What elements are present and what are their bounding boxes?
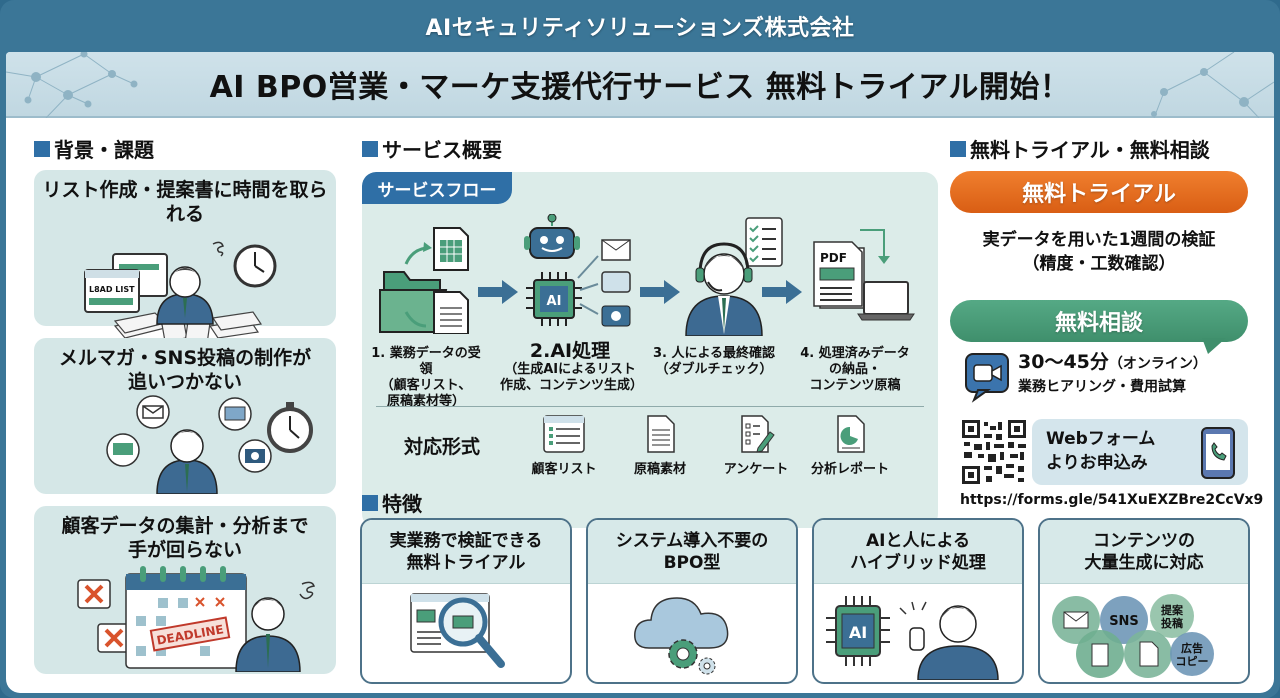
feature-card-free-trial: 実業務で検証できる無料トライアル <box>360 518 572 684</box>
headline-banner: AI BPO営業・マーケ支援代行サービス 無料トライアル開始！ <box>6 52 1274 118</box>
flow-step-1: 1. 業務データの受領 （顧客リスト、 原稿素材等） <box>371 346 481 409</box>
survey-pencil-icon <box>741 415 775 453</box>
post-bubble-label: 投稿 <box>1161 616 1183 630</box>
proposal-bubble-label: 提案 <box>1161 603 1184 617</box>
pdf-label: PDF <box>820 251 847 265</box>
report-pie-icon <box>837 415 865 453</box>
web-form-url[interactable]: https://forms.gle/541XuEXZBre2CcVx9 <box>960 492 1264 508</box>
content-bubbles-icon: SNS 提案 投稿 広告 コピー <box>1052 594 1214 678</box>
square-bullet-icon <box>34 140 50 157</box>
list-window-icon <box>543 415 585 453</box>
flow-step-4: 4. 処理済みデータ の納品・ コンテンツ原稿 <box>800 346 910 393</box>
document-icon <box>647 415 675 453</box>
problem-text-line2: 手が回らない <box>127 539 242 561</box>
square-bullet-icon <box>362 140 378 157</box>
video-call-icon <box>965 353 1009 403</box>
ai-chip-thumbs-up-icon: AI <box>826 596 999 680</box>
company-name: AIセキュリティソリューションズ株式会社 <box>425 16 855 41</box>
data-folder-icon <box>379 227 469 334</box>
pdf-delivery-laptop-icon: PDF <box>813 229 915 321</box>
flow-step-3: 3. 人による最終確認 （ダブルチェック） <box>652 346 776 377</box>
flow-arrow-icon <box>762 280 802 304</box>
problem-card-2: メルマガ・SNS投稿の制作が 追いつかない <box>34 338 336 494</box>
deadline-calendar-illustration-icon: DEADLINE <box>77 566 315 672</box>
qr-code-icon[interactable] <box>960 418 1028 486</box>
feature-card-hybrid: AIと人によるハイブリッド処理 AI <box>812 518 1024 684</box>
network-decoration-icon <box>1151 52 1274 118</box>
problem-text-line2: 追いつかない <box>127 371 242 393</box>
smartphone-call-icon <box>1201 427 1235 479</box>
ai-robot-chip-icon: AI <box>524 214 631 327</box>
problem-text: リスト作成・提案書に時間を取られる <box>42 179 328 225</box>
problem-card-3: 顧客データの集計・分析まで 手が回らない DEADLINE <box>34 506 336 674</box>
square-bullet-icon <box>950 140 966 157</box>
ad-bubble-label: 広告 <box>1181 641 1203 655</box>
magnifier-review-icon <box>410 593 505 668</box>
problem-text-line1: メルマガ・SNS投稿の制作が <box>58 347 312 369</box>
flow-arrow-icon <box>478 280 518 304</box>
problem-card-1: リスト作成・提案書に時間を取られる L8AD LIST <box>34 170 336 343</box>
trial-description: 実データを用いた1週間の検証 （精度・工数確認） <box>982 230 1216 274</box>
problem-text-line1: 顧客データの集計・分析まで <box>61 515 309 537</box>
content-area: AI BPO営業・マーケ支援代行サービス 無料トライアル開始！ 背景・課題 リス… <box>6 52 1274 693</box>
ai-chip-label: AI <box>849 623 867 642</box>
load-list-label: L8AD LIST <box>89 285 135 294</box>
network-decoration-icon <box>6 52 138 118</box>
stressed-worker-illustration-icon: L8AD LIST <box>84 241 277 343</box>
speech-tail-icon <box>1202 338 1226 354</box>
format-manuscript: 原稿素材 <box>616 414 704 477</box>
section-features: 特徴 <box>362 488 422 517</box>
web-form-box[interactable]: Webフォーム よりお申込み <box>1032 419 1248 485</box>
cloud-gear-icon <box>634 597 729 675</box>
feature-card-content: コンテンツの大量生成に対応 SNS 提案 投稿 広告 コピー <box>1038 518 1250 684</box>
flow-divider <box>376 406 924 407</box>
service-flow-tag: サービスフロー <box>362 172 512 204</box>
section-background: 背景・課題 <box>34 134 154 163</box>
format-analysis-report: 分析レポート <box>806 414 894 477</box>
headline: AI BPO営業・マーケ支援代行サービス 無料トライアル開始！ <box>209 70 1071 105</box>
format-survey: アンケート <box>712 414 800 477</box>
copy-bubble-label: コピー <box>1176 655 1209 668</box>
format-customer-list: 顧客リスト <box>520 414 608 477</box>
ai-chip-label: AI <box>547 294 562 309</box>
free-consult-button[interactable]: 無料相談 <box>950 300 1248 342</box>
section-overview: サービス概要 <box>362 134 502 163</box>
sns-bubble-label: SNS <box>1109 614 1139 629</box>
operator-checklist-icon <box>685 217 783 336</box>
square-bullet-icon <box>362 494 378 511</box>
service-flow-panel: サービスフロー <box>362 172 938 528</box>
flow-step-2: 2.AI処理 （生成AIによるリスト 作成、コンテンツ生成） <box>500 340 644 393</box>
flow-arrow-icon <box>640 280 680 304</box>
overwhelmed-worker-illustration-icon <box>106 395 313 494</box>
formats-label: 対応形式 <box>404 436 481 458</box>
section-trial-consult: 無料トライアル・無料相談 <box>950 134 1210 163</box>
consult-details: 30〜45分（オンライン） 業務ヒアリング・費用試算 <box>1018 351 1207 395</box>
free-trial-button[interactable]: 無料トライアル <box>950 171 1248 213</box>
